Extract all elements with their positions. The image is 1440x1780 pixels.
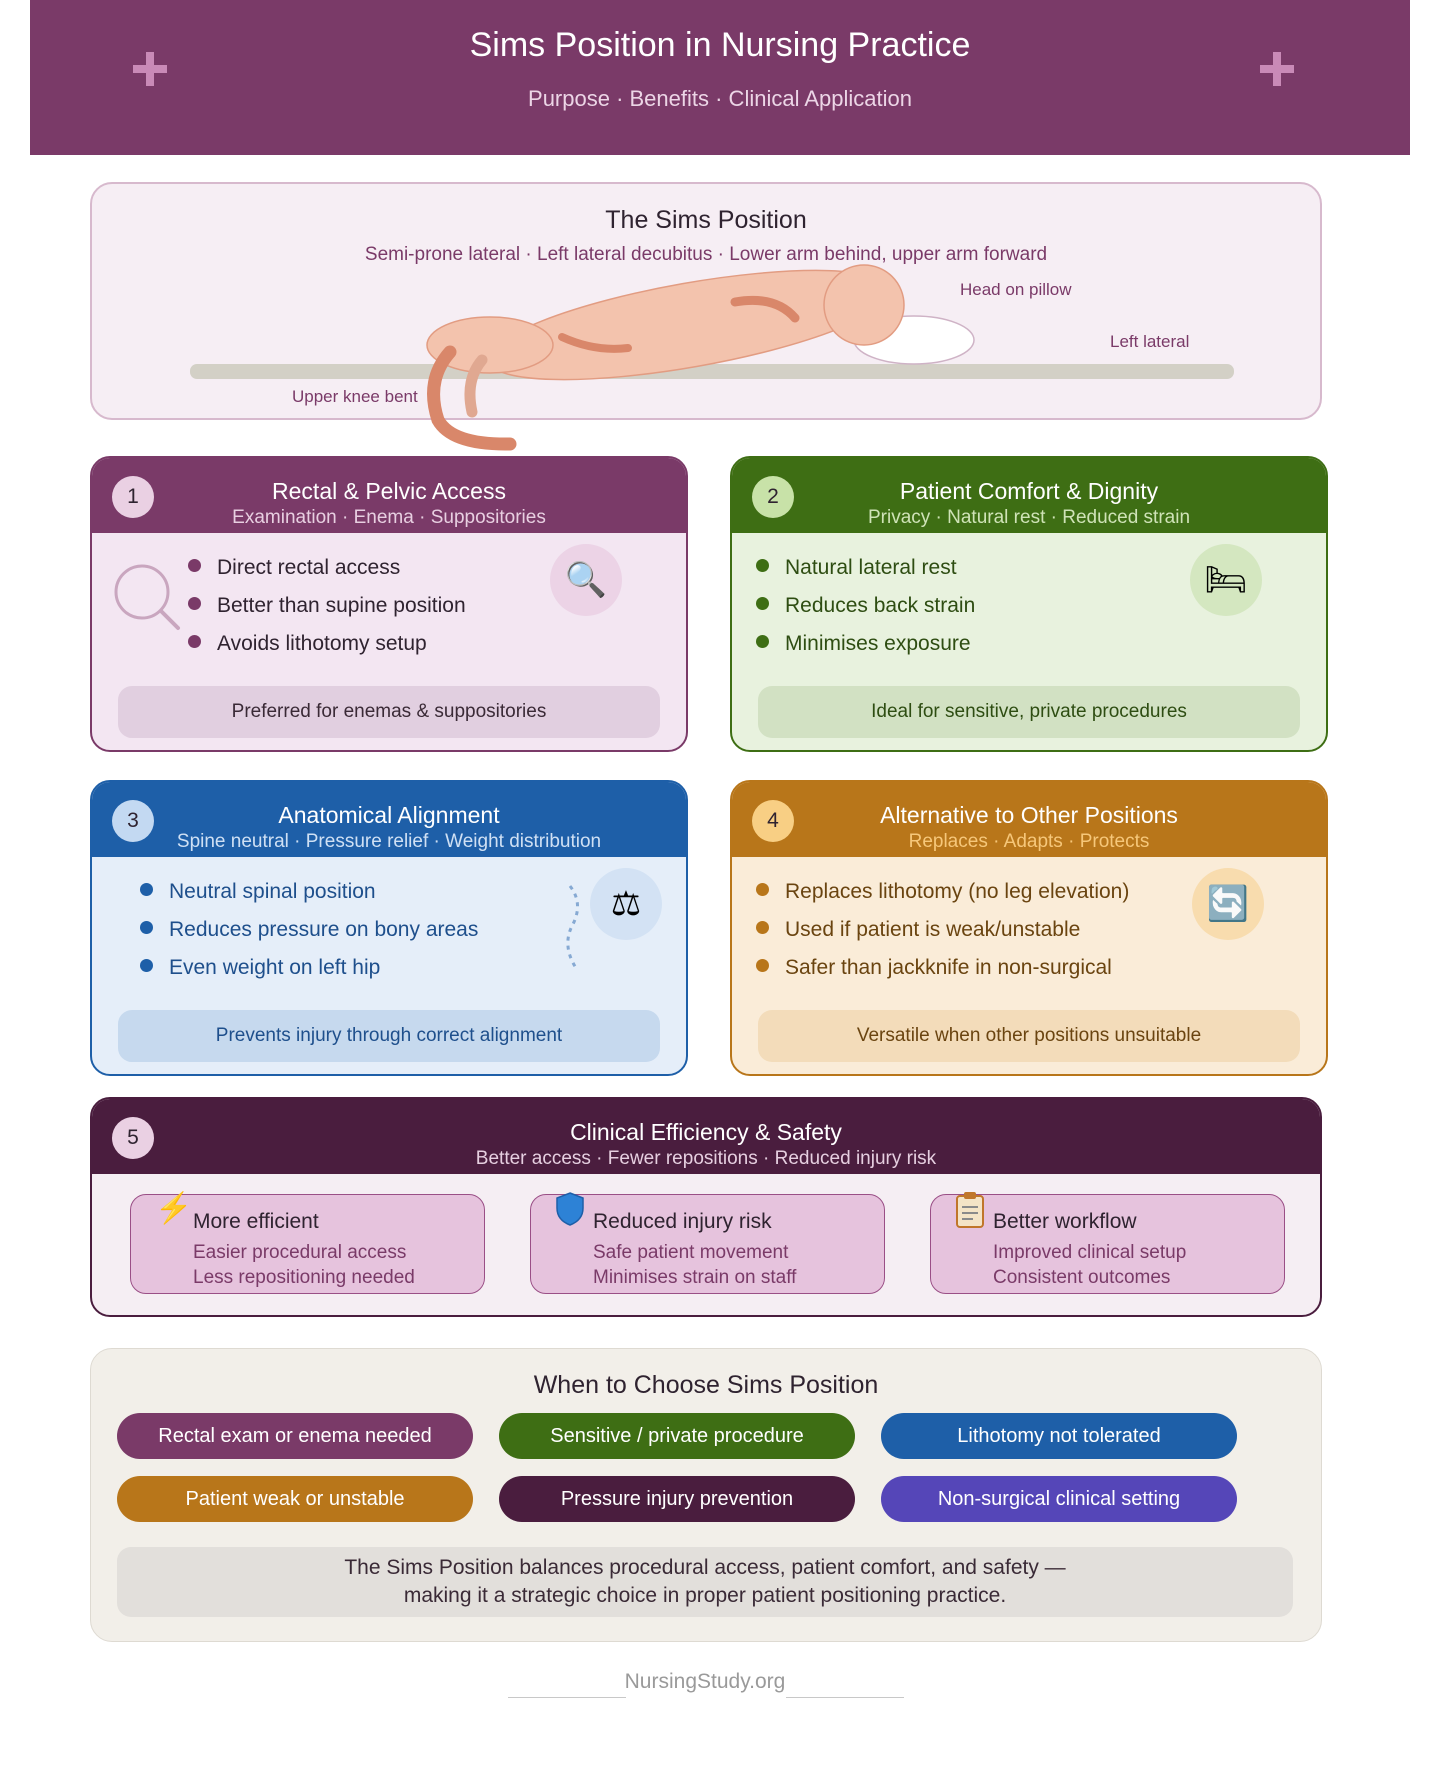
footer-credit: NursingStudy.org [624,1670,786,1693]
item-line: Minimises strain on staff [593,1267,797,1288]
criteria-pill: Patient weak or unstable [117,1476,473,1522]
card-rectal-pelvic-access: 1 Rectal & Pelvic Access Examination · E… [90,456,688,752]
card-note: Prevents injury through correct alignmen… [118,1010,660,1062]
list-item: Direct rectal access [188,556,400,580]
card-subtitle: Privacy · Natural rest · Reduced strain [867,507,1191,528]
efficiency-item: ⚡ More efficient Easier procedural acces… [130,1192,485,1294]
shield-icon [555,1191,585,1235]
card-number-badge: 2 [752,476,794,518]
label-left-lateral: Left lateral [1110,332,1189,351]
hero-subtitle: Semi-prone lateral · Left lateral decubi… [364,244,1048,265]
card-title: Anatomical Alignment [278,802,500,828]
list-item: Safer than jackknife in non-surgical [756,956,1112,980]
item-title: Better workflow [993,1210,1137,1233]
label-upper-knee-bent: Upper knee bent [292,387,418,406]
bed-icon: 🛏 [1190,544,1262,616]
list-item: Neutral spinal position [140,880,376,904]
card-title: Rectal & Pelvic Access [272,478,506,504]
card-note: Ideal for sensitive, private procedures [758,686,1300,738]
item-line: Safe patient movement [593,1242,789,1263]
card-anatomical-alignment: 3 Anatomical Alignment Spine neutral · P… [90,780,688,1076]
item-title: More efficient [193,1210,319,1233]
scales-icon: ⚖ [590,868,662,940]
card-number-badge: 5 [112,1117,154,1159]
swap-icon: 🔄 [1192,868,1264,940]
list-item: Reduces back strain [756,594,975,618]
card-header: 2 Patient Comfort & Dignity Privacy · Na… [732,458,1326,533]
hip-shape [426,316,554,374]
card-subtitle: Examination · Enema · Suppositories [232,507,546,528]
list-item: Better than supine position [188,594,466,618]
summary-box: The Sims Position balances procedural ac… [117,1547,1293,1617]
card-title: Patient Comfort & Dignity [899,478,1159,504]
criteria-pill: Sensitive / private procedure [499,1413,855,1459]
page-subtitle: Purpose · Benefits · Clinical Applicatio… [528,86,912,111]
head-shape [823,264,905,346]
card-header: 5 Clinical Efficiency & Safety Better ac… [92,1099,1320,1174]
clipboard-icon [955,1191,985,1237]
footer-divider-left [508,1697,626,1698]
summary-line: making it a strategic choice in proper p… [403,1584,1007,1607]
magnifier-outline-icon [114,564,180,630]
card-title: Clinical Efficiency & Safety [570,1119,842,1145]
list-item: Replaces lithotomy (no leg elevation) [756,880,1129,904]
item-title: Reduced injury risk [593,1210,772,1233]
card-alternative-positions: 4 Alternative to Other Positions Replace… [730,780,1328,1076]
magnifier-icon: 🔍 [550,544,622,616]
card-note: Preferred for enemas & suppositories [118,686,660,738]
upper-leg-bent-shape [427,345,517,451]
card-number-badge: 4 [752,800,794,842]
list-item: Avoids lithotomy setup [188,632,427,656]
card-title: Alternative to Other Positions [880,802,1178,828]
card-subtitle: Better access · Fewer repositions · Redu… [475,1148,937,1169]
bed-surface [190,364,1234,379]
sims-position-illustration: Head on pillow Left lateral Upper knee b… [190,264,1234,451]
item-line: Less repositioning needed [193,1267,415,1288]
item-line: Improved clinical setup [993,1242,1187,1263]
lightning-icon: ⚡ [155,1192,193,1225]
page-title: Sims Position in Nursing Practice [469,26,971,64]
criteria-pill: Pressure injury prevention [499,1476,855,1522]
summary-line: The Sims Position balances procedural ac… [344,1556,1066,1579]
list-item: Used if patient is weak/unstable [756,918,1080,942]
injury-risk-item: Reduced injury risk Safe patient movemen… [530,1191,885,1294]
item-line: Consistent outcomes [993,1267,1171,1288]
card-patient-comfort: 2 Patient Comfort & Dignity Privacy · Na… [730,456,1328,752]
list-item: Even weight on left hip [140,956,380,980]
when-to-choose-title: When to Choose Sims Position [533,1371,879,1399]
medical-cross-icon-left [133,52,167,86]
card-number-badge: 1 [112,476,154,518]
when-to-choose-panel: When to Choose Sims Position Rectal exam… [90,1348,1322,1642]
upper-arm-shape [730,295,800,323]
card-header: 1 Rectal & Pelvic Access Examination · E… [92,458,686,533]
lower-arm-shape [558,333,632,353]
list-item: Reduces pressure on bony areas [140,918,478,942]
card-number-badge: 3 [112,800,154,842]
card-subtitle: Spine neutral · Pressure relief · Weight… [176,831,602,852]
list-item: Minimises exposure [756,632,971,656]
card-note: Versatile when other positions unsuitabl… [758,1010,1300,1062]
workflow-item: Better workflow Improved clinical setup … [930,1191,1285,1294]
card-subtitle: Replaces · Adapts · Protects [908,831,1150,852]
criteria-pill: Non-surgical clinical setting [881,1476,1237,1522]
page-header: Sims Position in Nursing Practice Purpos… [30,0,1410,155]
lower-leg-shape [464,354,488,418]
card-header: 3 Anatomical Alignment Spine neutral · P… [92,782,686,857]
card-clinical-efficiency: 5 Clinical Efficiency & Safety Better ac… [90,1097,1322,1317]
hero-title: The Sims Position [605,206,807,234]
spine-dotted-icon [566,885,579,969]
list-item: Natural lateral rest [756,556,957,580]
medical-cross-icon-right [1260,52,1294,86]
label-head-on-pillow: Head on pillow [960,280,1072,299]
card-header: 4 Alternative to Other Positions Replace… [732,782,1326,857]
footer-divider-right [786,1697,904,1698]
criteria-pill: Rectal exam or enema needed [117,1413,473,1459]
item-line: Easier procedural access [193,1242,407,1263]
criteria-pill: Lithotomy not tolerated [881,1413,1237,1459]
